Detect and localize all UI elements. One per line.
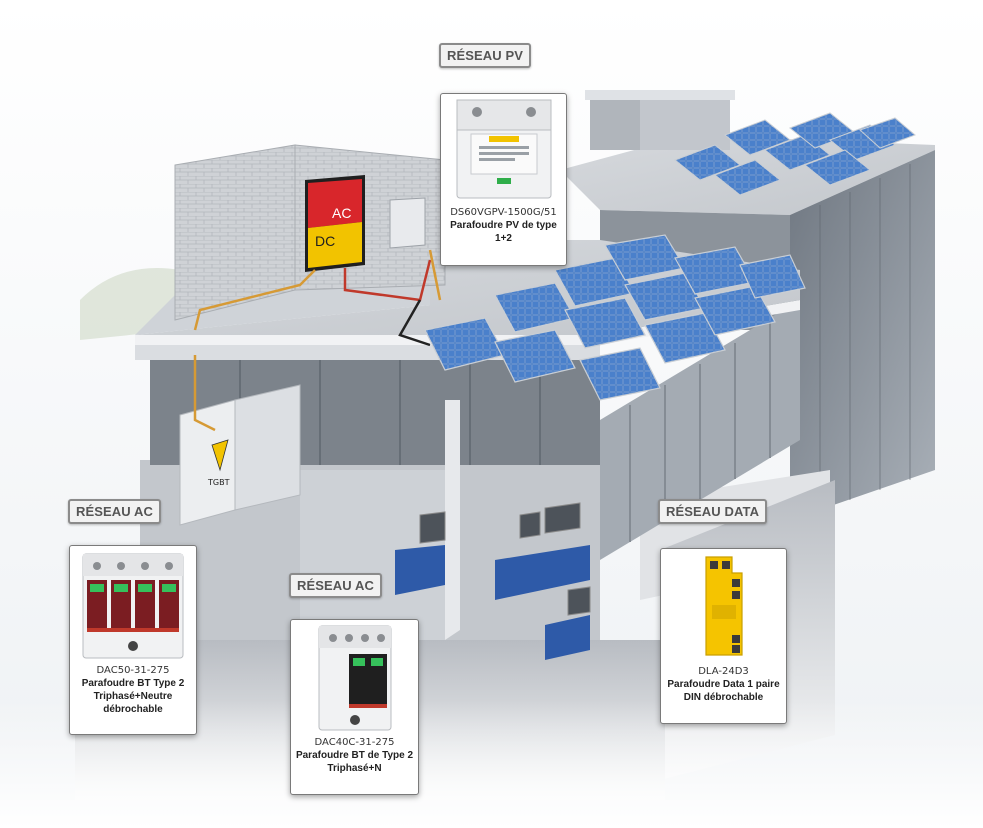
tgbt-cabinet: TGBT: [179, 384, 301, 526]
section-label-data[interactable]: RÉSEAU DATA: [658, 499, 768, 524]
office-workstations: [395, 502, 591, 660]
product-model-data: DLA-24D3: [698, 666, 749, 677]
rooftop-chimney: [585, 90, 735, 150]
product-description-data: Parafoudre Data 1 paire DIN débrochable: [667, 679, 780, 703]
product-card-ac-center[interactable]: DAC40C-31-275 Parafoudre BT de Type 2 Tr…: [290, 619, 419, 795]
product-card-pv[interactable]: DS60VGPV-1500G/51 Parafoudre PV de type …: [440, 93, 567, 266]
cables: [193, 249, 442, 432]
pv-surge-protector-image: [456, 99, 551, 199]
product-description-ac-center: Parafoudre BT de Type 2 Triphasé+N: [295, 750, 414, 774]
front-solar-array: [424, 234, 806, 401]
product-description-pv: Parafoudre PV de type 1+2: [450, 220, 557, 244]
ac-3pole-surge-protector-image: [318, 625, 391, 731]
product-description-ac-left: Parafoudre BT Type 2 Triphasé+Neutre déb…: [81, 678, 185, 715]
rear-solar-array: [674, 112, 916, 196]
product-card-ac-left[interactable]: DAC50-31-275 Parafoudre BT Type 2 Tripha…: [69, 545, 197, 735]
ac-4pole-surge-protector-image: [82, 553, 184, 659]
tgbt-label: TGBT: [207, 478, 230, 487]
data-surge-protector-image: [704, 556, 743, 656]
section-label-pv[interactable]: RÉSEAU PV: [439, 43, 532, 68]
product-model-ac-left: DAC50-31-275: [96, 665, 170, 676]
ac-label: AC: [332, 205, 351, 221]
dc-label: DC: [315, 233, 335, 249]
ac-dc-enclosure: AC DC: [305, 175, 426, 272]
product-model-ac-center: DAC40C-31-275: [314, 737, 395, 748]
section-label-ac-left[interactable]: RÉSEAU AC: [68, 499, 161, 524]
product-model-pv: DS60VGPV-1500G/51: [450, 207, 557, 218]
product-card-data[interactable]: DLA-24D3 Parafoudre Data 1 paire DIN déb…: [660, 548, 787, 724]
section-label-ac-center[interactable]: RÉSEAU AC: [289, 573, 382, 598]
